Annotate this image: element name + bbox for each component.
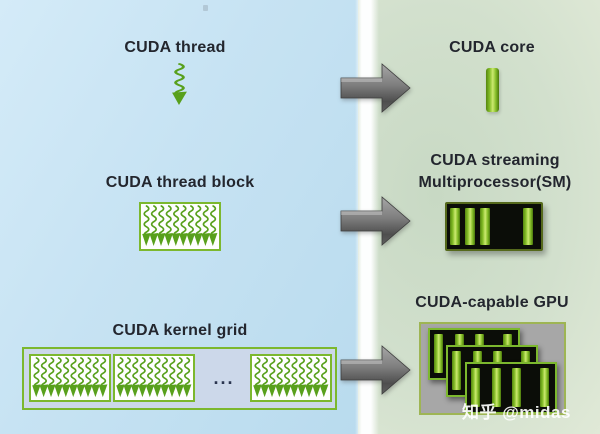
sm-core-bar [480, 208, 490, 245]
label-cuda-kernel-grid: CUDA kernel grid [112, 322, 248, 339]
label-cuda-thread: CUDA thread [124, 39, 226, 56]
label-cuda-thread-block: CUDA thread block [105, 174, 255, 191]
kernel-grid-box: ... [22, 347, 337, 410]
sm-core-bar [434, 334, 443, 373]
thread-pattern [31, 357, 109, 398]
sm-core-bar [465, 208, 475, 245]
sm-core-bar [450, 208, 460, 245]
thread-squiggle-icon [170, 62, 189, 107]
label-cuda-sm-line1: CUDA streaming [430, 152, 560, 169]
label-cuda-sm-line2: Multiprocessor(SM) [418, 174, 572, 191]
label-cuda-sm: CUDA streaming Multiprocessor(SM) [393, 150, 597, 194]
watermark: 知乎 @midas [462, 403, 571, 422]
sm-core-bar [452, 351, 461, 390]
grid-thread-block-1 [29, 354, 111, 402]
arrow-right-icon [340, 196, 411, 246]
arrow-right-icon [340, 63, 411, 113]
grid-thread-block-3 [250, 354, 332, 402]
cuda-core-bar-icon [486, 68, 499, 112]
gpu-sm-chip-3 [465, 362, 557, 413]
thread-pattern [141, 205, 219, 247]
sm-core-bar [540, 368, 549, 407]
thread-pattern [252, 357, 330, 398]
thread-pattern [115, 357, 193, 398]
sm-chip-icon [445, 202, 543, 251]
arrow-right-icon [340, 345, 411, 395]
sm-core-bar [471, 368, 480, 407]
label-cuda-core: CUDA core [449, 39, 535, 56]
thread-block-box [139, 202, 221, 251]
grid-thread-block-2 [113, 354, 195, 402]
sm-core-bar [512, 368, 521, 407]
gpu-stack-icon [419, 322, 566, 415]
label-cuda-gpu: CUDA-capable GPU [415, 294, 569, 311]
sm-core-bar [523, 208, 533, 245]
artifact-dot [203, 5, 208, 11]
ellipsis-text: ... [213, 368, 235, 388]
sm-core-bar [492, 368, 501, 407]
